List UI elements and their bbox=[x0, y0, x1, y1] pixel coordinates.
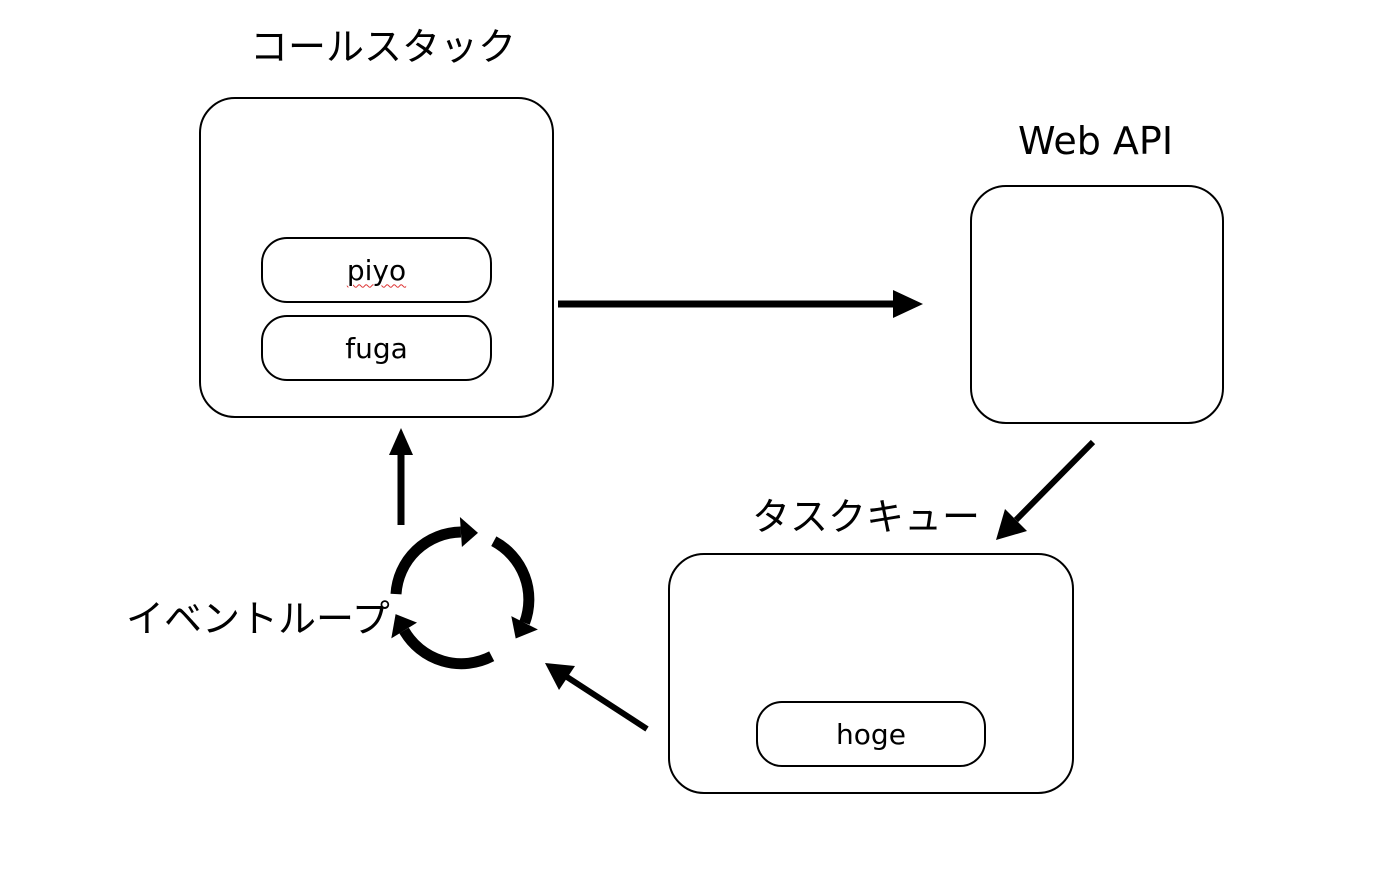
arrow-callstack-to-webapi bbox=[558, 290, 923, 318]
task-queue-box: hoge bbox=[668, 553, 1074, 794]
task-queue-item-label: hoge bbox=[836, 717, 906, 751]
web-api-box bbox=[970, 185, 1224, 424]
task-queue-title: タスクキュー bbox=[752, 495, 981, 539]
arrow-taskqueue-to-eventloop bbox=[545, 663, 649, 732]
arrow-webapi-to-taskqueue bbox=[996, 439, 1096, 540]
call-stack-frame: piyo bbox=[261, 237, 492, 303]
cycle-arrows-icon bbox=[390, 517, 538, 670]
call-stack-title: コールスタック bbox=[250, 25, 517, 69]
call-stack-frame-label: fuga bbox=[345, 331, 408, 365]
arrow-eventloop-to-callstack bbox=[389, 428, 413, 525]
web-api-title: Web API bbox=[1018, 119, 1174, 163]
call-stack-frame: fuga bbox=[261, 315, 492, 381]
event-loop-title: イベントループ bbox=[126, 597, 390, 641]
call-stack-box: piyo fuga bbox=[199, 97, 554, 418]
task-queue-item: hoge bbox=[756, 701, 986, 767]
call-stack-frame-label: piyo bbox=[346, 253, 407, 287]
